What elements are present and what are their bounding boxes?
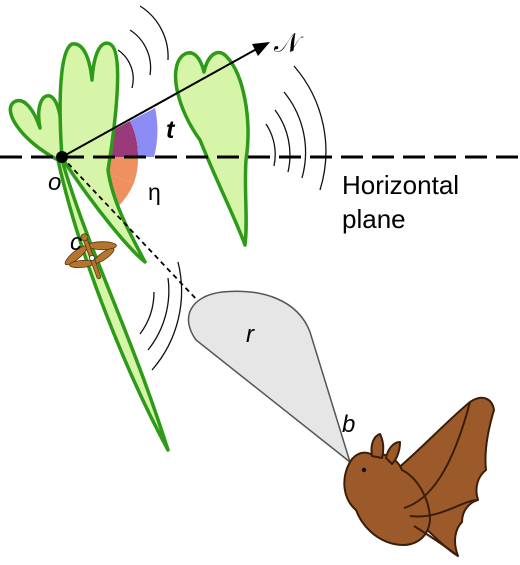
wave-arc [283,91,307,179]
bat-wing-bone [409,499,479,518]
arrowhead-icon [252,42,270,56]
wave-arc [147,277,170,351]
emission-cone [187,290,352,465]
wave-arc [139,291,155,335]
wave-arc [139,5,169,61]
label-b: b [342,411,355,438]
label-eta: η [148,179,161,205]
label-horizontal: Horizontal [342,170,459,200]
origin-point [56,151,68,163]
sound-wavefronts [117,5,327,371]
wave-arc [151,261,183,371]
wave-arc [129,29,152,76]
label-plane: plane [342,204,406,234]
lobe-right [173,50,250,247]
label-n: 𝒩 [274,28,304,58]
bat-wing-bone [413,525,459,557]
bat-icon [343,396,495,557]
wave-arc [293,65,327,191]
bat-ear [385,441,401,465]
directivity-lobes [8,41,250,452]
angle-t-wedge [130,108,158,157]
bat-ear [370,433,385,459]
label-r: r [246,321,255,348]
dragonfly-icon [64,233,117,280]
bat-eye [361,467,367,473]
vector-n [61,42,270,158]
label-o: o [48,169,61,196]
label-t: t [166,116,176,144]
wave-arc [265,123,276,167]
wave-arc [274,109,291,173]
label-c: c [70,229,82,256]
wave-arc [117,49,134,89]
lobe-middle [58,41,147,264]
bat-wing-bone [403,401,471,509]
